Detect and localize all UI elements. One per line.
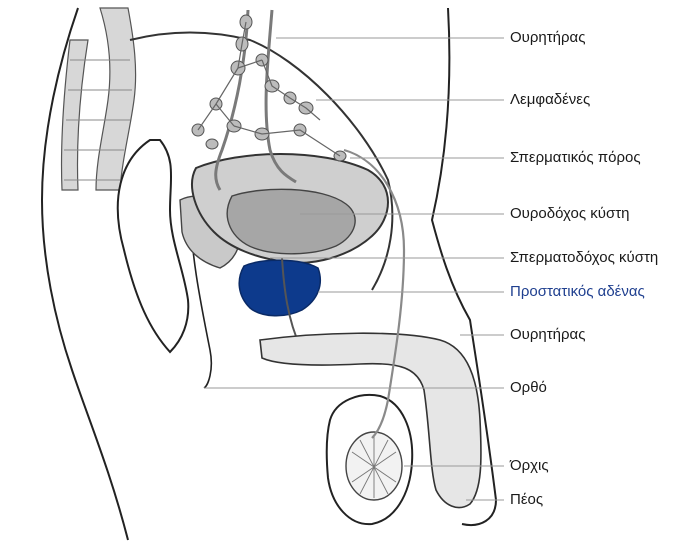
label-vas-deferens: Σπερματικός πόρος — [510, 149, 641, 167]
spine — [61, 8, 135, 190]
label-ureter: Ουρητήρας — [510, 29, 585, 47]
label-seminal-vesicle: Σπερματοδόχος κύστη — [510, 249, 658, 267]
label-testis: Όρχις — [510, 457, 549, 475]
bladder-inner — [227, 189, 355, 253]
prostate-gland — [239, 260, 320, 316]
label-urethra: Ουρητήρας — [510, 326, 585, 344]
label-bladder: Ουροδόχος κύστη — [510, 205, 629, 223]
label-prostate: Προστατικός αδένας — [510, 283, 645, 301]
label-lymph-nodes: Λεμφαδένες — [510, 91, 590, 109]
label-rectum: Ορθό — [510, 379, 547, 397]
rectum — [118, 140, 189, 352]
label-penis: Πέος — [510, 491, 543, 509]
